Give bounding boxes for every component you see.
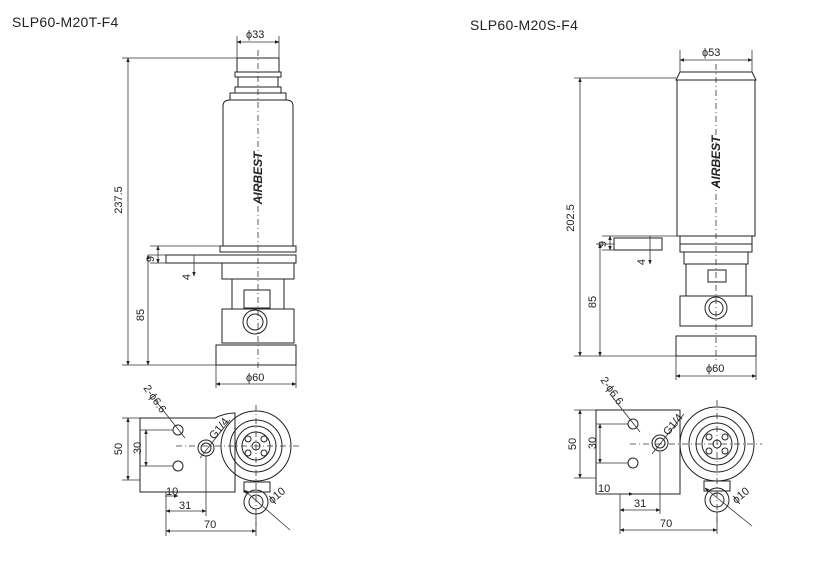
right-dim-port: G1/4 [661, 412, 686, 438]
left-dim-top-dia: ϕ33 [246, 29, 264, 41]
left-dimensions: ϕ33 237.5 9 4 85 ϕ60 [113, 29, 297, 388]
left-dim-4: 4 [181, 274, 193, 280]
right-dim-31: 31 [634, 498, 646, 510]
right-dim-50: 50 [567, 438, 579, 450]
right-dim-phi10: ϕ10 [730, 485, 752, 506]
left-dim-base-dia: ϕ60 [246, 372, 264, 384]
right-brand-logo: AIRBEST [709, 134, 723, 189]
left-dim-70: 70 [204, 519, 216, 531]
left-model-title: SLP60-M20T-F4 [12, 14, 119, 30]
left-dim-holes: 2-ϕ6.6 [141, 383, 169, 415]
right-dim-70: 70 [660, 518, 672, 530]
right-dimensions: ϕ53 202.5 9 4 85 ϕ60 [565, 47, 757, 380]
left-dim-port: G1/4 [207, 416, 232, 442]
right-model-title: SLP60-M20S-F4 [470, 17, 579, 33]
right-bottom-view [595, 400, 762, 522]
right-dim-4: 4 [636, 259, 648, 265]
right-dim-10: 10 [598, 483, 610, 495]
right-dim-85: 85 [587, 296, 599, 308]
left-dim-31: 31 [179, 500, 191, 512]
left-brand-logo: AIRBEST [251, 150, 265, 205]
left-dim-phi10: ϕ10 [266, 485, 288, 506]
left-dim-10: 10 [166, 486, 178, 498]
left-dim-9: 9 [145, 256, 157, 262]
right-dim-height: 202.5 [565, 204, 577, 232]
right-dim-top-dia: ϕ53 [702, 47, 720, 59]
right-side-view: AIRBEST [613, 64, 757, 362]
right-dim-30: 30 [587, 437, 599, 449]
left-dim-50: 50 [113, 443, 125, 455]
right-dim-holes: 2-ϕ6.6 [598, 375, 626, 407]
left-dim-85: 85 [135, 309, 147, 321]
right-dim-base-dia: ϕ60 [706, 363, 724, 375]
left-side-view: AIRBEST [165, 50, 297, 370]
left-dim-height: 237.5 [113, 186, 125, 214]
left-dim-30: 30 [132, 442, 144, 454]
